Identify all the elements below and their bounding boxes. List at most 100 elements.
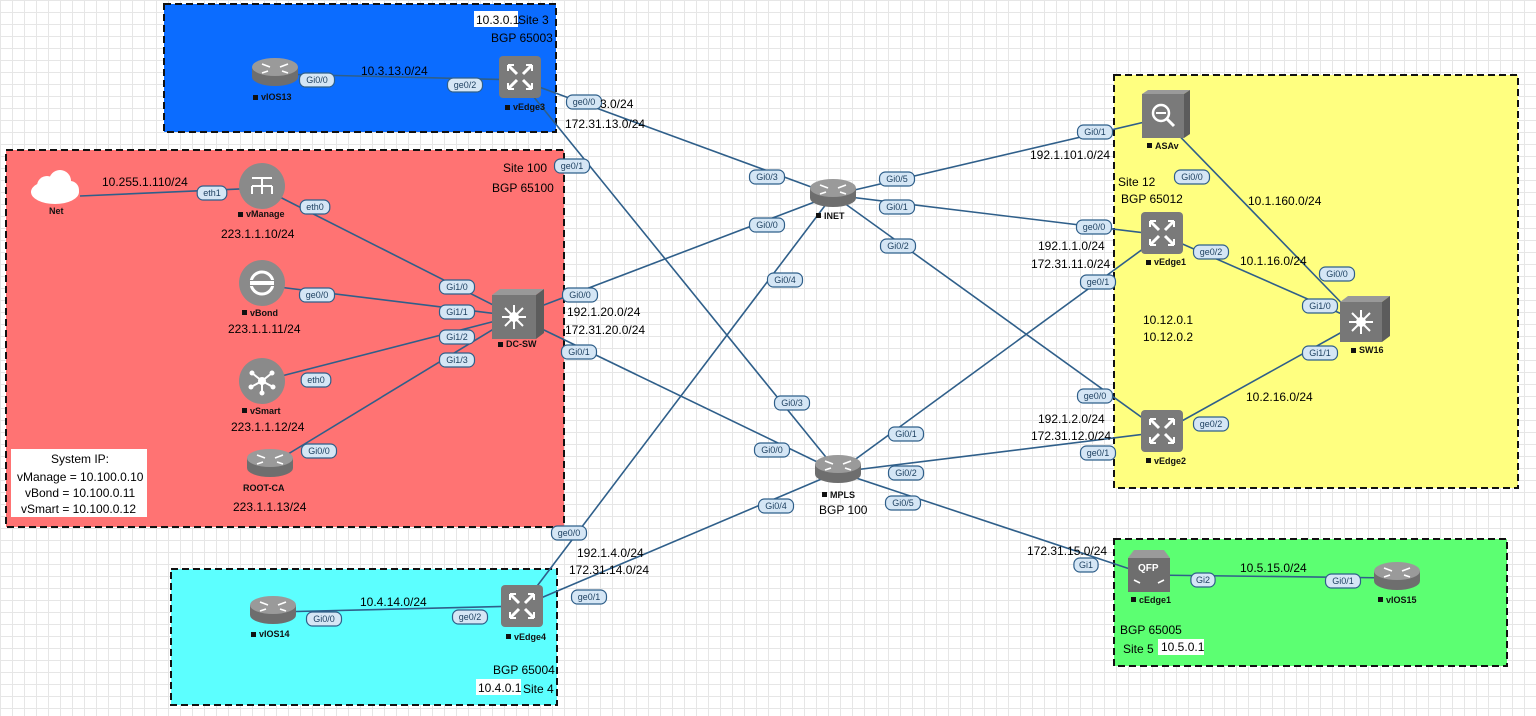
node-vmanage[interactable]: vManage — [238, 163, 285, 219]
interface-label[interactable]: Gi0/3 — [748, 169, 786, 185]
interface-label[interactable]: Gi0/1 — [1324, 573, 1362, 589]
node-asav[interactable]: ASAv — [1142, 90, 1190, 151]
node-dc-sw[interactable]: DC-SW — [492, 289, 544, 349]
interface-label[interactable]: Gi0/0 — [1318, 266, 1356, 282]
node-vedge4[interactable]: vEdge4 — [501, 585, 546, 642]
subnet-10-4-14: 10.4.14.0/24 — [360, 595, 427, 609]
link-vios14-vedge4[interactable] — [274, 605, 523, 613]
interface-label[interactable]: Gi0/2 — [887, 465, 925, 481]
interface-label[interactable]: Gi1/3 — [438, 352, 476, 368]
system-ip-title: System IP: — [51, 452, 109, 466]
interface-label[interactable]: ge0/0 — [298, 287, 336, 303]
interface-label[interactable]: ge0/0 — [565, 94, 603, 110]
link-mpls-cedge1[interactable] — [837, 471, 1149, 576]
node-label: vEdge1 — [1154, 257, 1186, 267]
interface-label[interactable]: ge0/2 — [1192, 416, 1230, 432]
link-mpls-vedge2[interactable] — [837, 431, 1163, 473]
node-vios14[interactable]: vIOS14 — [250, 596, 296, 639]
link-mpls-vedge4[interactable] — [521, 471, 839, 607]
interface-label[interactable]: Gi0/1 — [878, 199, 916, 215]
interface-label[interactable]: eth1 — [196, 185, 228, 201]
interface-name: Gi0/0 — [569, 290, 591, 300]
interface-name: Gi0/2 — [887, 241, 909, 251]
interface-label[interactable]: Gi0/5 — [884, 495, 922, 511]
node-label: cEdge1 — [1139, 595, 1171, 605]
node-vbond[interactable]: vBond — [239, 260, 285, 318]
node-cedge1[interactable]: QFP cEdge1 — [1128, 550, 1171, 605]
interface-name: Gi1/0 — [446, 282, 468, 292]
interface-label[interactable]: ge0/2 — [451, 609, 489, 625]
link-vedge2-sw16[interactable] — [1161, 321, 1361, 433]
site12-loopback-2: 10.12.0.2 — [1143, 330, 1193, 344]
node-vedge1[interactable]: vEdge1 — [1141, 212, 1186, 267]
link-net-vmanage[interactable] — [79, 187, 263, 197]
node-inet[interactable]: INET — [810, 179, 856, 221]
subnet-10-3-13: 10.3.13.0/24 — [361, 64, 428, 78]
node-vsmart[interactable]: vSmart — [239, 358, 285, 416]
interface-label[interactable]: Gi0/1 — [560, 344, 598, 360]
interface-label[interactable]: Gi0/1 — [887, 426, 925, 442]
interface-name: Gi0/0 — [761, 445, 783, 455]
node-sw16[interactable]: SW16 — [1340, 296, 1390, 355]
interface-label[interactable]: Gi1 — [1073, 557, 1099, 573]
interface-label[interactable]: Gi0/3 — [773, 395, 811, 411]
interface-name: Gi0/4 — [765, 501, 787, 511]
interface-label[interactable]: ge0/2 — [1192, 244, 1230, 260]
interface-label[interactable]: ge0/1 — [1079, 445, 1117, 461]
node-mpls[interactable]: MPLS — [815, 455, 861, 500]
site-5-area[interactable] — [1113, 538, 1508, 667]
interface-label[interactable]: Gi0/0 — [753, 442, 791, 458]
interface-label[interactable]: ge0/1 — [1079, 274, 1117, 290]
site-4-area[interactable] — [170, 568, 558, 706]
subnet-172-31-14: 172.31.14.0/24 — [569, 563, 649, 577]
site3-bgp: BGP 65003 — [491, 31, 553, 45]
interface-label[interactable]: ge0/2 — [446, 77, 484, 93]
node-root-ca[interactable]: ROOT-CA — [243, 449, 293, 493]
interface-label[interactable]: eth0 — [299, 199, 331, 215]
subnet-172-31-20: 172.31.20.0/24 — [565, 323, 645, 337]
node-net[interactable]: Net — [31, 170, 79, 216]
node-label: ASAv — [1155, 141, 1179, 151]
interface-label[interactable]: Gi0/0 — [748, 217, 786, 233]
interface-label[interactable]: Gi1/0 — [438, 279, 476, 295]
link-asav-sw16[interactable] — [1161, 117, 1361, 323]
interface-label[interactable]: ge0/0 — [1076, 388, 1114, 404]
interface-label[interactable]: Gi0/0 — [561, 287, 599, 303]
interface-label[interactable]: Gi0/2 — [879, 238, 917, 254]
interface-label[interactable]: Gi2 — [1190, 572, 1216, 588]
interface-label[interactable]: Gi1/2 — [438, 329, 476, 345]
interface-label[interactable]: Gi1/0 — [1301, 298, 1339, 314]
node-vedge2[interactable]: vEdge2 — [1141, 410, 1186, 466]
interface-label[interactable]: ge0/1 — [553, 158, 591, 174]
interface-name: ge0/2 — [1200, 419, 1223, 429]
interface-label[interactable]: eth0 — [300, 372, 332, 388]
interface-label[interactable]: Gi0/5 — [878, 171, 916, 187]
link-vsmart-dcsw[interactable] — [261, 315, 516, 382]
interface-label[interactable]: Gi0/4 — [757, 498, 795, 514]
devices: vIOS13 vEdge3 Net — [31, 56, 1420, 642]
node-vios13[interactable]: vIOS13 — [252, 58, 298, 102]
interface-label[interactable]: ge0/0 — [1075, 219, 1113, 235]
subnet-192-1-1: 192.1.1.0/24 — [1038, 239, 1105, 253]
interface-label[interactable]: Gi0/4 — [766, 272, 804, 288]
interface-label[interactable]: ge0/1 — [570, 589, 608, 605]
interface-label[interactable]: ge0/0 — [550, 525, 588, 541]
interface-label[interactable]: Gi1/1 — [1301, 345, 1339, 361]
vedge-icon — [499, 56, 541, 98]
node-vedge3[interactable]: vEdge3 — [499, 56, 545, 112]
interface-label[interactable]: Gi0/0 — [305, 611, 343, 627]
interface-label[interactable]: Gi0/0 — [298, 72, 336, 88]
subnet-vmanage: 223.1.1.10/24 — [221, 227, 295, 241]
interface-label[interactable]: Gi0/0 — [300, 443, 338, 459]
interface-label[interactable]: Gi0/0 — [1173, 169, 1211, 185]
router-icon — [247, 449, 293, 477]
vedge-icon — [1141, 212, 1183, 254]
interface-label[interactable]: Gi1/1 — [438, 304, 476, 320]
subnet-172-31-13: 172.31.13.0/24 — [565, 117, 645, 131]
annotations: 10.3.0.1 Site 3 BGP 65003 10.3.13.0/24 3… — [11, 11, 1322, 696]
interface-name: Gi0/1 — [886, 202, 908, 212]
interface-label[interactable]: Gi0/1 — [1076, 124, 1114, 140]
node-vios15[interactable]: vIOS15 — [1374, 562, 1420, 605]
switch-icon — [1340, 296, 1390, 342]
